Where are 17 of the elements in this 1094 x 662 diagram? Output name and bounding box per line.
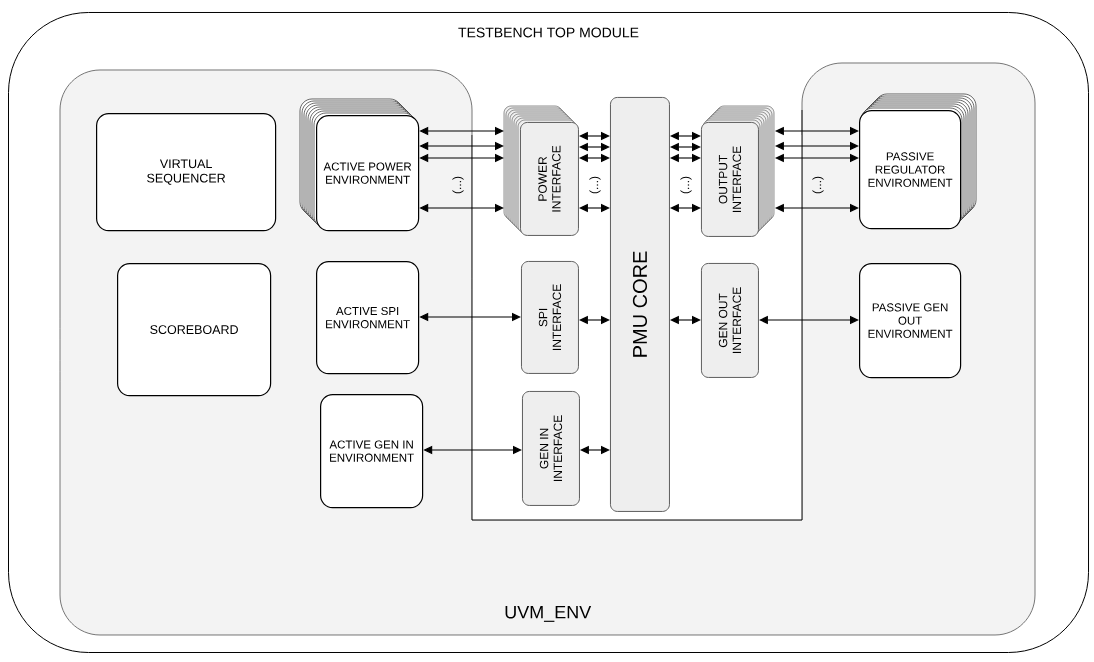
ellipsis-label: (...) xyxy=(680,176,692,194)
component-box: VIRTUAL SEQUENCER xyxy=(96,113,277,232)
core-box: PMU CORE xyxy=(610,97,670,512)
ellipsis-label: (...) xyxy=(452,176,464,194)
stacked-component-box: PASSIVE REGULATOR ENVIRONMENT xyxy=(859,93,977,230)
stacked-component-box: ACTIVE POWER ENVIRONMENT xyxy=(299,98,420,232)
component-box: ACTIVE GEN IN ENVIRONMENT xyxy=(320,394,424,509)
component-box: SCOREBOARD xyxy=(117,263,272,397)
interface-box: GEN OUT INTERFACE xyxy=(701,263,759,378)
stacked-interface-box: OUTPUT INTERFACE xyxy=(701,105,775,237)
interface-box: SPI INTERFACE xyxy=(521,261,579,374)
interface-box: GEN IN INTERFACE xyxy=(522,391,580,506)
stacked-interface-box: POWER INTERFACE xyxy=(503,105,579,236)
component-box: PASSIVE GEN OUT ENVIRONMENT xyxy=(859,263,962,379)
ellipsis-label: (...) xyxy=(589,176,601,194)
component-box: ACTIVE SPI ENVIRONMENT xyxy=(316,261,420,375)
ellipsis-label: (...) xyxy=(812,176,824,194)
